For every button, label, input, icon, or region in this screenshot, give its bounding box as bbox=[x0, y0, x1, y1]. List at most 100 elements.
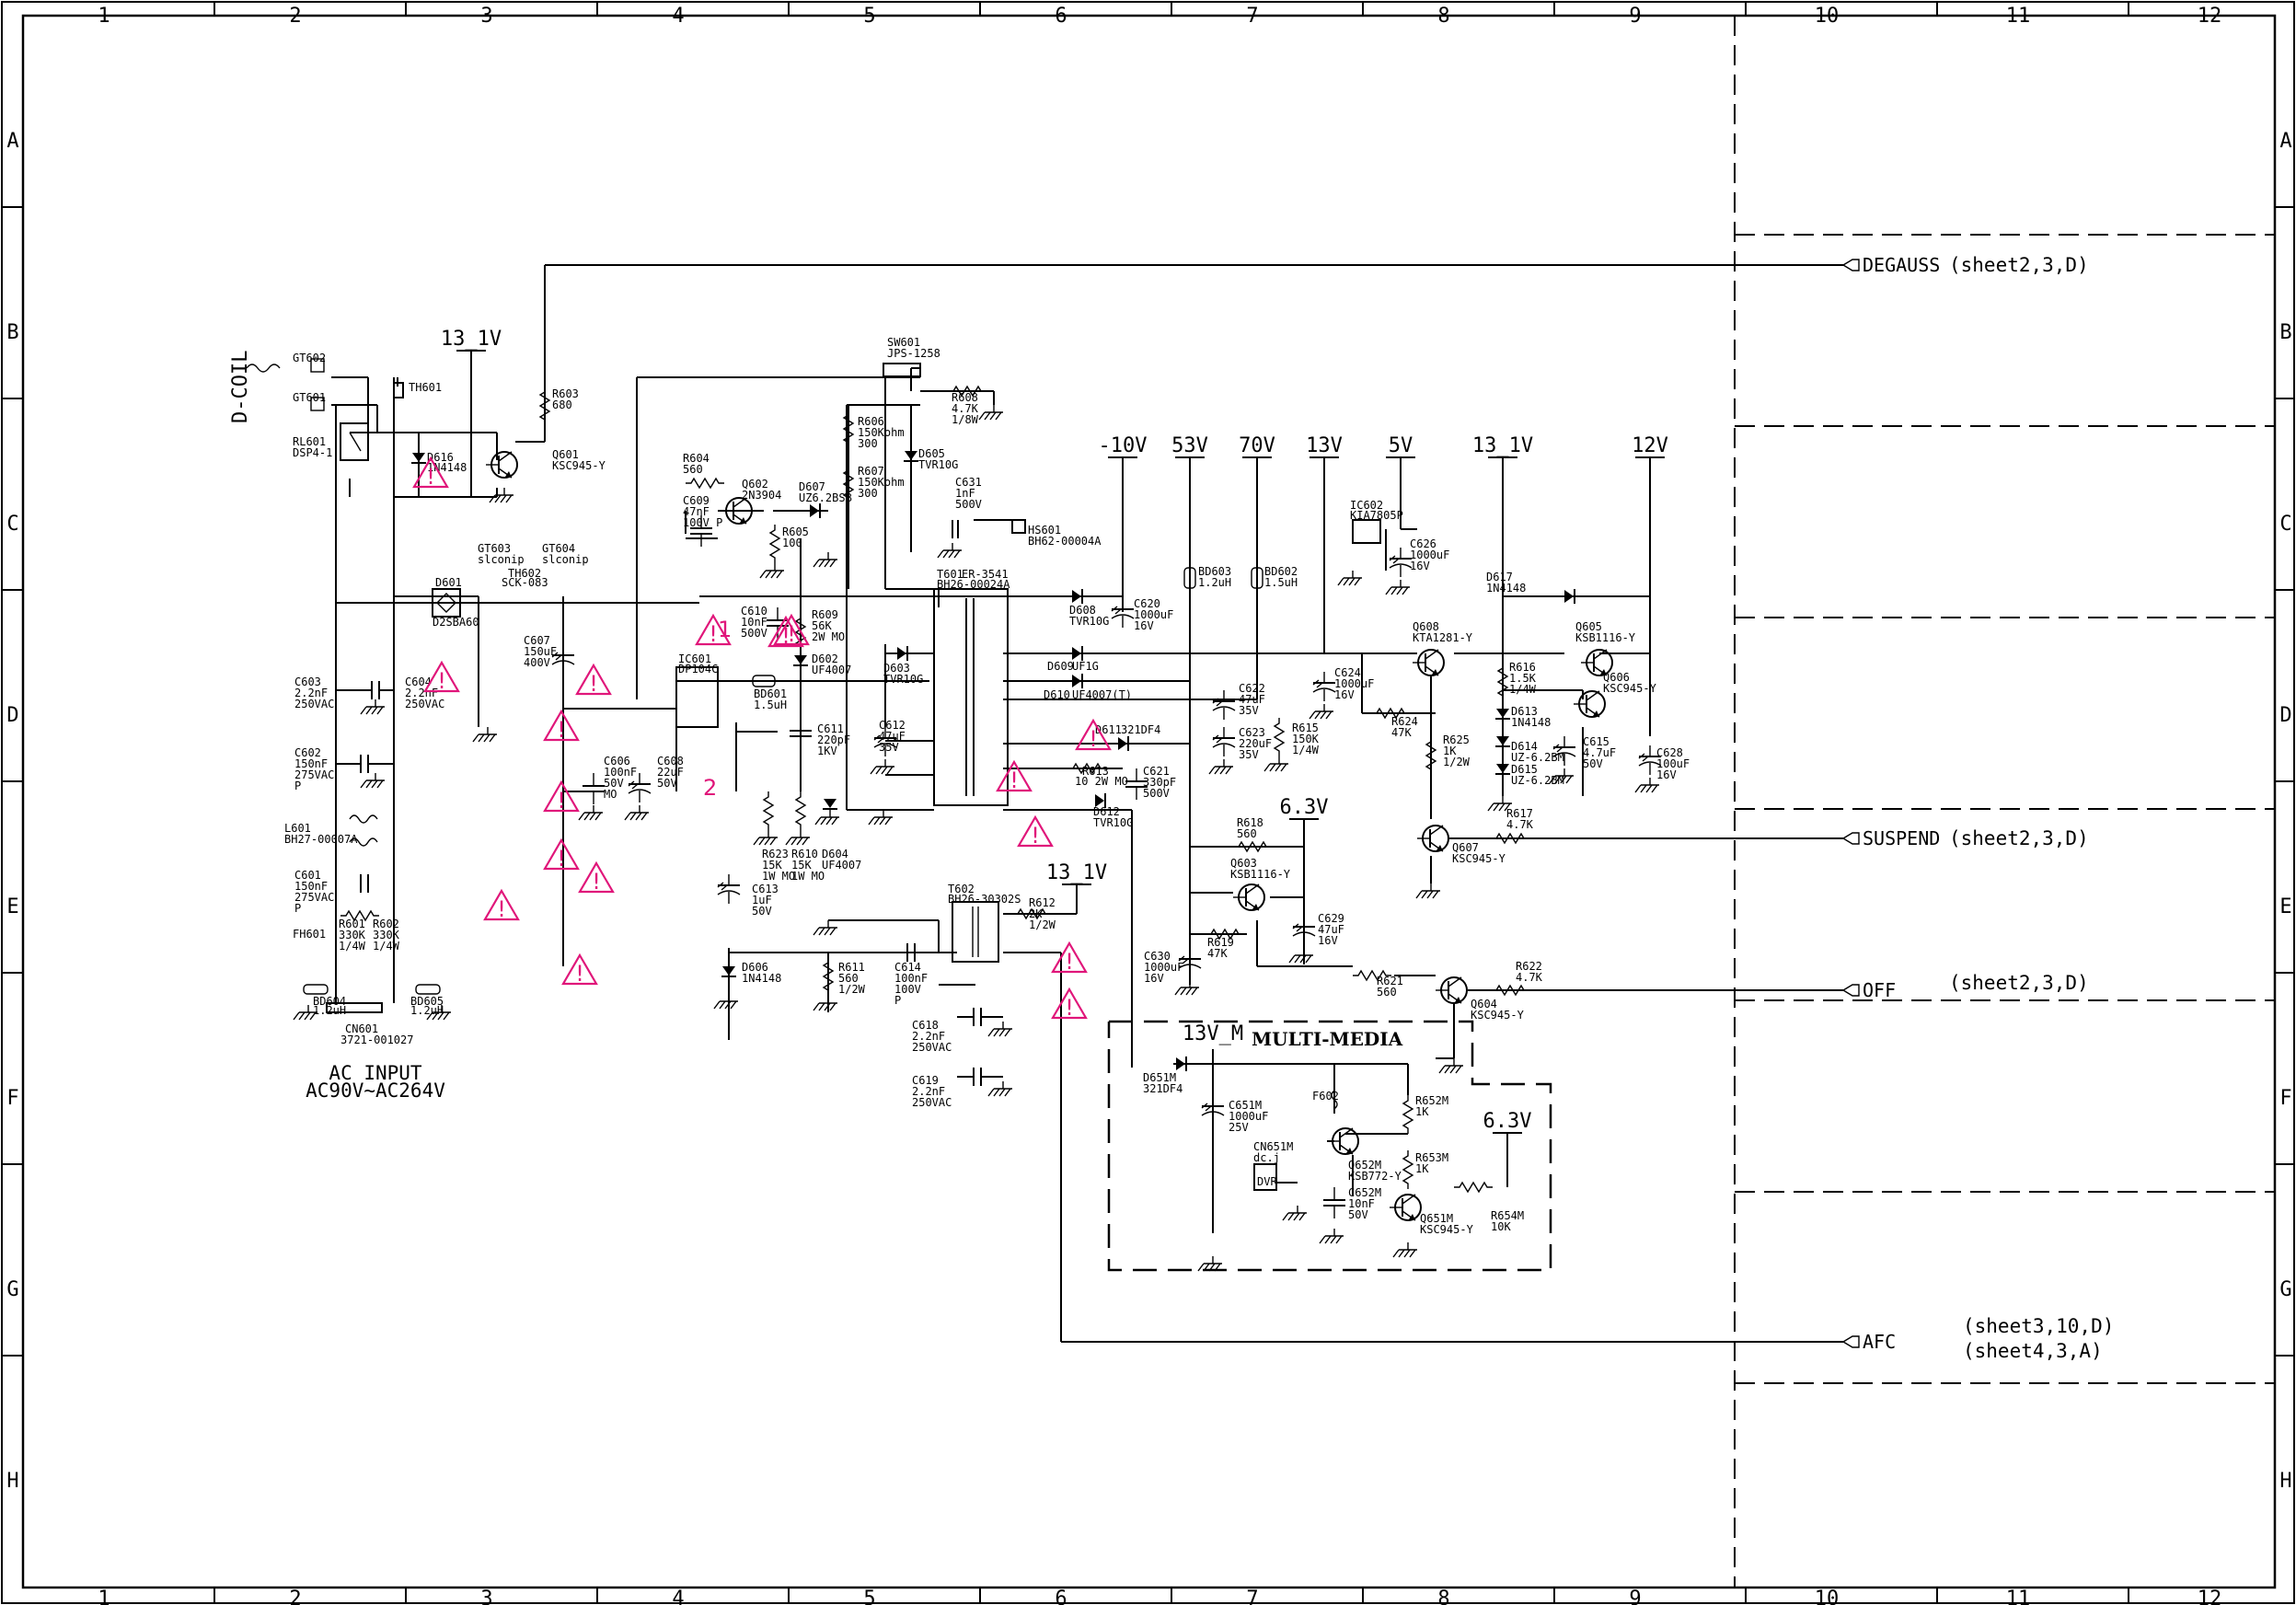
label-c615v: 4.7uF bbox=[1583, 746, 1616, 759]
label-r610: R610 bbox=[791, 848, 818, 860]
label-q604v: KSC945-Y bbox=[1471, 1009, 1525, 1022]
label-r612v: 2K bbox=[1029, 907, 1043, 920]
port-afc-label: AFC bbox=[1863, 1331, 1896, 1353]
label-c624p: 16V bbox=[1334, 688, 1355, 701]
label-c631v: 1nF bbox=[955, 487, 975, 500]
component-shapes bbox=[246, 358, 1662, 1086]
label-r609v: 56K bbox=[812, 619, 832, 632]
label-hs601v: BH62-00004A bbox=[1028, 535, 1102, 548]
label-bd602v: 1.5uH bbox=[1264, 576, 1298, 589]
label-q651m: Q651M bbox=[1420, 1212, 1453, 1225]
label-q607v: KSC945-Y bbox=[1452, 852, 1506, 865]
label-q604: Q604 bbox=[1471, 998, 1497, 1010]
label-c612: C612 bbox=[879, 719, 906, 732]
safety-note-2: 2 bbox=[703, 775, 717, 801]
label-c629p: 16V bbox=[1318, 934, 1338, 947]
rail-70v: 70V bbox=[1239, 434, 1275, 457]
label-c626: C626 bbox=[1410, 537, 1436, 550]
label-r607: R607 bbox=[858, 465, 884, 478]
label-q608v: KTA1281-Y bbox=[1413, 631, 1473, 644]
label-c606: C606 bbox=[604, 755, 630, 768]
label-r611p: 1/2W bbox=[838, 983, 866, 996]
label-c612v: 47uF bbox=[879, 730, 906, 743]
port-afc-ref-1: (sheet3,10,D) bbox=[1963, 1315, 2114, 1337]
label-q651mv: KSC945-Y bbox=[1420, 1223, 1474, 1236]
label-d611v: 321DF4 bbox=[1121, 723, 1160, 736]
label-d607: D607 bbox=[799, 480, 825, 493]
row-H: H bbox=[6, 1470, 18, 1493]
row-B: B bbox=[6, 321, 18, 344]
label-r618: R618 bbox=[1237, 816, 1263, 829]
label-d602v: UF4007 bbox=[812, 664, 851, 676]
label-q606: Q606 bbox=[1603, 671, 1630, 684]
port-degauss-ref: (sheet2,3,D) bbox=[1949, 254, 2089, 276]
label-r621v: 560 bbox=[1377, 986, 1397, 999]
label-c619v: 2.2nF bbox=[912, 1085, 945, 1098]
warning-mark-5: ! bbox=[557, 846, 566, 872]
label-r606p: 300 bbox=[858, 437, 878, 450]
label-r601p: 1/4W bbox=[339, 940, 366, 953]
rail-13-1v-t602: 13_1V bbox=[1046, 861, 1107, 884]
label-r624: R624 bbox=[1391, 715, 1418, 728]
port-degauss-label: DEGAUSS bbox=[1863, 254, 1940, 276]
label-c601: C601 bbox=[294, 869, 321, 882]
label-sw601v: JPS-1258 bbox=[887, 347, 940, 360]
col-9-bottom: 9 bbox=[1629, 1588, 1641, 1605]
label-q605v: KSB1116-Y bbox=[1575, 631, 1636, 644]
label-c620p: 16V bbox=[1134, 619, 1154, 632]
label-r605v: 100 bbox=[782, 537, 802, 549]
rail-13v: 13V bbox=[1306, 434, 1343, 457]
label-r608p: 1/8W bbox=[952, 413, 979, 426]
label-d605: D605 bbox=[918, 447, 945, 460]
label-c623v: 220uF bbox=[1239, 737, 1272, 750]
row-labels-right: A B C D E F G H bbox=[2279, 130, 2291, 1493]
label-r652m: R652M bbox=[1415, 1094, 1448, 1107]
label-r622: R622 bbox=[1516, 960, 1542, 973]
label-c612p: 35V bbox=[879, 741, 899, 754]
row-E-right: E bbox=[2279, 895, 2291, 918]
label-r608v: 4.7K bbox=[952, 402, 979, 415]
label-c614v: 100nF bbox=[894, 972, 928, 985]
rail-13-1v-left: 13_1V bbox=[441, 328, 502, 351]
col-12: 12 bbox=[2198, 5, 2222, 28]
label-r621: R621 bbox=[1377, 975, 1403, 987]
label-c631p: 500V bbox=[955, 498, 982, 511]
label-c603v: 2.2nF bbox=[294, 687, 328, 699]
multimedia-block: MULTI-MEDIA 13V_M 6.3V bbox=[1107, 1020, 1552, 1272]
label-c602v: 150nF bbox=[294, 757, 328, 770]
rail-6-3v-mid: 6.3V bbox=[1280, 796, 1329, 819]
dcoil-label: D-COIL bbox=[229, 351, 252, 423]
col-8: 8 bbox=[1437, 5, 1449, 28]
label-gt604v: slconip bbox=[542, 553, 589, 566]
col-10-bottom: 10 bbox=[1815, 1588, 1840, 1605]
label-c622p: 35V bbox=[1239, 704, 1259, 717]
label-r606: R606 bbox=[858, 415, 884, 428]
label-d616: D616 bbox=[427, 451, 454, 464]
label-c624: C624 bbox=[1334, 666, 1361, 679]
label-c615: C615 bbox=[1583, 735, 1610, 748]
label-d617v: 1N4148 bbox=[1486, 582, 1526, 595]
col-3: 3 bbox=[480, 5, 492, 28]
label-r612p: 1/2W bbox=[1029, 918, 1056, 931]
label-l601v: BH27-00007A bbox=[284, 833, 358, 846]
warning-mark-0: ! bbox=[426, 464, 435, 490]
label-r625v: 1K bbox=[1443, 745, 1457, 757]
label-r607p: 300 bbox=[858, 487, 878, 500]
rail-5v: 5V bbox=[1389, 434, 1413, 457]
warning-triangle-icon: ! bbox=[1075, 718, 1112, 752]
row-G-right: G bbox=[2279, 1278, 2291, 1301]
label-cn601v: 3721-001027 bbox=[340, 1033, 413, 1046]
label-th602: TH602 bbox=[508, 567, 541, 580]
label-l601: L601 bbox=[284, 822, 311, 835]
port-off-ref: (sheet2,3,D) bbox=[1949, 972, 2089, 994]
col-2-bottom: 2 bbox=[289, 1588, 301, 1605]
warning-mark-4: ! bbox=[592, 869, 601, 895]
label-c613p: 50V bbox=[752, 905, 772, 918]
label-bd604: BD604 bbox=[313, 995, 346, 1008]
label-r609: R609 bbox=[812, 608, 838, 621]
label-d603v: TVR10G bbox=[883, 673, 923, 686]
label-ic601: IC601 bbox=[678, 652, 711, 665]
label-c651mv: 1000uF bbox=[1229, 1110, 1268, 1123]
label-gt604: GT604 bbox=[542, 542, 575, 555]
